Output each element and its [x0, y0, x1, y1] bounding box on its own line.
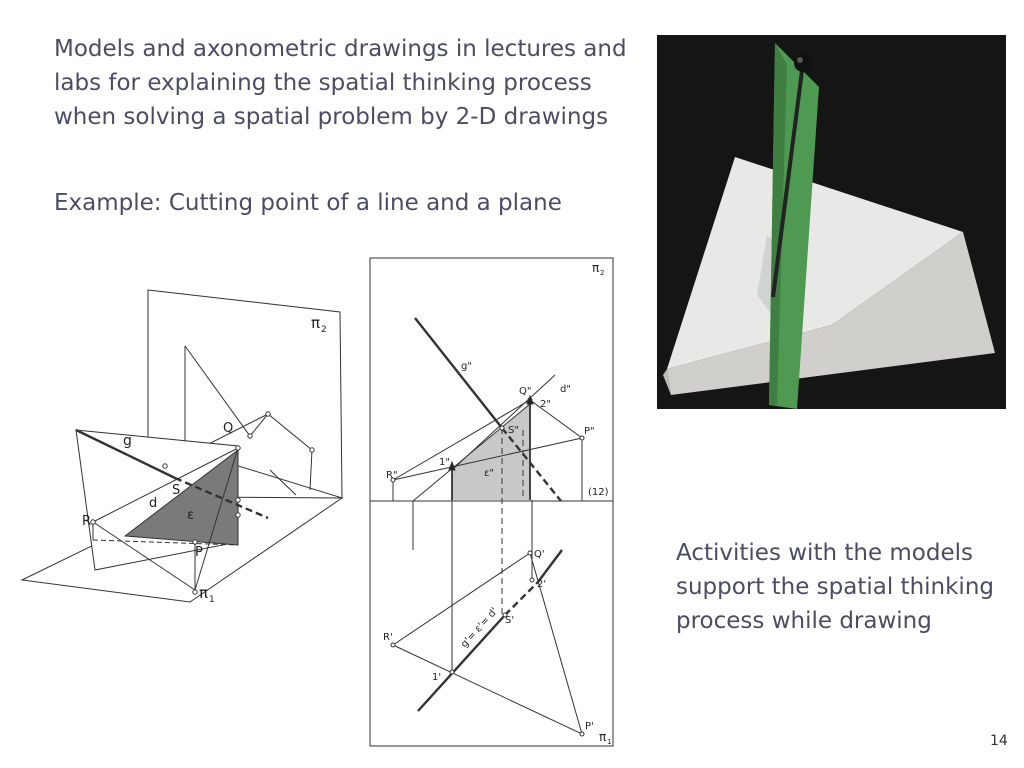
- label-r1: R': [383, 632, 393, 643]
- svg-text:2: 2: [321, 325, 327, 335]
- page-number: 14: [990, 733, 1008, 749]
- wedge-top: [667, 157, 963, 369]
- line-g2: [414, 317, 503, 429]
- projection-drawing: π 2 π 1 g" Q" d" 2" S" P" R" 1" ε" (12) …: [369, 257, 614, 747]
- svg-text:1: 1: [209, 595, 215, 605]
- example-text: Example: Cutting point of a line and a p…: [54, 190, 562, 216]
- label-s1: S': [505, 615, 514, 626]
- svg-text:2: 2: [600, 269, 604, 277]
- label-eps: ε: [187, 508, 194, 523]
- label-q1: Q': [534, 549, 545, 560]
- label-pi1: π: [199, 584, 208, 602]
- axonometric-drawing: π 2 π 1 g Q S d R ε P: [20, 289, 344, 605]
- label-d2: d": [560, 384, 571, 395]
- label-d: d: [149, 496, 157, 511]
- label-r: R: [82, 514, 91, 529]
- label-g: g: [123, 433, 132, 449]
- label-1-2: 1": [439, 457, 450, 468]
- label-1-1: 1': [432, 672, 441, 683]
- label-p1: P': [585, 721, 594, 732]
- label-q2: Q": [519, 386, 531, 397]
- label-2-2: 2": [540, 399, 551, 410]
- label-q: Q: [223, 421, 233, 436]
- label-p2: P": [584, 426, 595, 437]
- model-photo: [657, 35, 1006, 409]
- label-2-1: 2': [537, 579, 546, 590]
- label-s: S: [172, 483, 180, 498]
- shaded-eps2: [452, 404, 530, 500]
- label-proj-pi1: π: [599, 730, 606, 744]
- intro-text: Models and axonometric drawings in lectu…: [54, 36, 627, 130]
- label-proj-pi2: π: [592, 261, 599, 275]
- projection-frame: [369, 257, 614, 747]
- label-eps2: ε": [484, 468, 494, 479]
- svg-text:1: 1: [607, 738, 611, 746]
- line-g1: [417, 614, 506, 712]
- label-g2: g": [461, 361, 472, 372]
- label-s2: S": [508, 425, 519, 436]
- wedge-front: [667, 232, 995, 395]
- line-g: [75, 428, 176, 480]
- label-pi2: π: [311, 314, 320, 332]
- label-axis-12: (12): [588, 487, 609, 498]
- label-p: P: [195, 545, 203, 560]
- activities-text: Activities with the models support the s…: [676, 540, 995, 634]
- label-r2: R": [386, 470, 398, 481]
